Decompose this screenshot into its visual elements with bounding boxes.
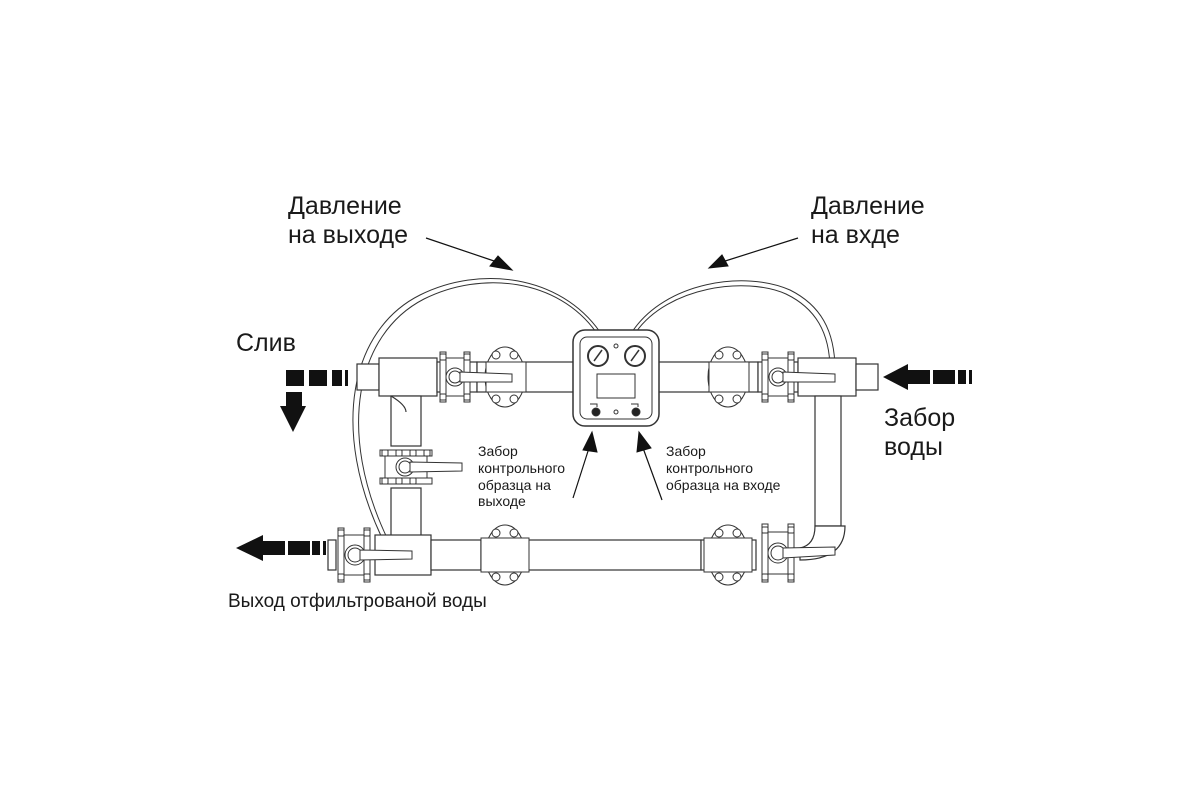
valve-drain-vertical — [379, 449, 463, 485]
left-vertical-pipe — [390, 395, 422, 539]
label-sample-out: Забор контрольного образца на выходе — [478, 443, 565, 510]
label-water-intake-line2: воды — [884, 432, 943, 461]
label-pressure-in-line2: на вхде — [811, 220, 900, 249]
control-panel — [572, 329, 660, 427]
label-sample-out-line2: контрольного — [478, 459, 566, 476]
label-sample-in-line3: образца на входе — [666, 476, 781, 493]
valve-drain-top — [439, 351, 513, 403]
label-sample-in-line2: контрольного — [666, 459, 754, 476]
pointer-sample-out — [572, 430, 598, 499]
label-filtered-outlet: Выход отфильтрованой воды — [228, 591, 487, 612]
pointer-pressure-out — [425, 237, 514, 271]
valve-outlet — [337, 527, 413, 583]
label-drain: Слив — [236, 329, 296, 357]
label-sample-out-line4: выходе — [478, 493, 526, 510]
label-sample-in: Забор контрольного образца на входе — [666, 443, 780, 493]
pointer-pressure-in — [707, 237, 799, 269]
label-water-intake-line1: Забор — [884, 404, 956, 432]
pressure-gauge-out — [587, 345, 609, 367]
flange-top-right — [707, 346, 750, 408]
pressure-tube-inlet — [631, 280, 836, 371]
label-pressure-in-line1: Давление — [811, 192, 925, 220]
label-pressure-in: Давление на вхде — [811, 192, 925, 250]
flange-bottom-right — [703, 524, 753, 586]
valve-inlet-bottom — [761, 523, 836, 583]
label-pressure-out-line2: на выходе — [288, 220, 408, 249]
label-pressure-out: Давление на выходе — [288, 192, 408, 250]
flow-arrow-drain-left — [286, 370, 348, 386]
label-pressure-out-line1: Давление — [288, 192, 402, 220]
valve-inlet-top — [761, 351, 836, 403]
flow-arrow-intake — [883, 364, 972, 390]
label-sample-out-line1: Забор — [478, 443, 518, 459]
pressure-gauge-in — [624, 345, 646, 367]
label-sample-in-line1: Забор — [666, 443, 706, 459]
pointer-sample-in — [636, 430, 663, 501]
label-sample-out-line3: образца на — [478, 476, 551, 493]
flow-arrow-drain-down — [280, 392, 306, 432]
right-vertical-pipe — [799, 395, 846, 561]
sample-tap-in — [631, 403, 639, 407]
flow-arrow-outlet — [236, 535, 326, 561]
sample-tap-out — [590, 403, 598, 407]
pressure-tube-outlet — [352, 278, 601, 541]
label-water-intake: Забор воды — [884, 404, 955, 462]
flange-bottom-left — [480, 524, 530, 586]
panel-display — [596, 373, 636, 399]
